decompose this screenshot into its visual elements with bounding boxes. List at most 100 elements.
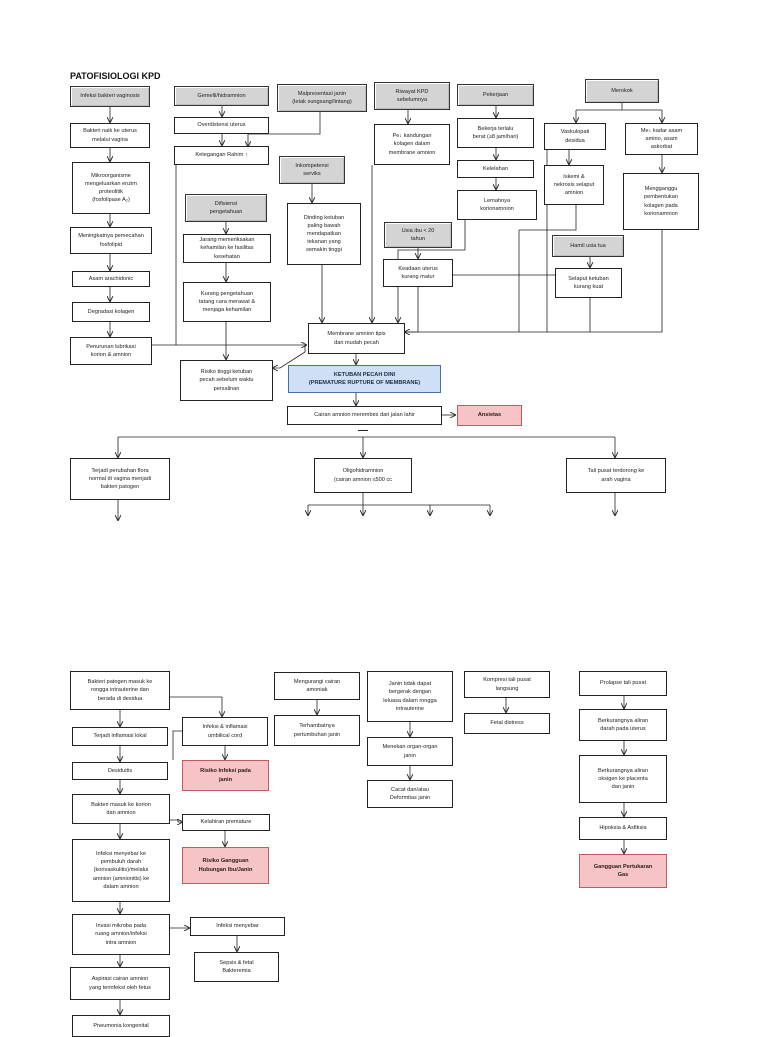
- node-risiko-infeksi-janin: Risiko Infeksi pada janin: [182, 760, 269, 791]
- node-label: Gangguan Pertukaran Gas: [593, 863, 653, 878]
- node-label: Kelelahan: [483, 165, 508, 172]
- node-label: Me↓ kadar asam amino, asam askorbat: [640, 127, 683, 151]
- node-label: Infeksi menyebar: [216, 923, 259, 930]
- node-merokok: Merokok: [585, 79, 659, 103]
- node-membrane-amnion-tipis: Membrane amnion tipis dan mudah pecah: [308, 323, 405, 354]
- node-label: Desiduitis: [107, 767, 133, 774]
- node-prolapse-tali-pusat: Prolapse tali pusat: [579, 671, 667, 696]
- node-label: Malpresentasi janin (letak sungsang/lint…: [292, 90, 352, 105]
- node-infeksi-menyebar-pembuluh: Infeksi menyebar ke pembuluh darah (kori…: [72, 839, 170, 902]
- node-label: Mengganggu pembentukan kolagen pada kori…: [644, 186, 678, 217]
- node-label: Bekerja terlalu berat (≥8 jam/hari): [472, 125, 519, 140]
- node-label: Berkurangnya aliran darah pada uterus: [597, 717, 649, 732]
- node-label: Meningkatnya pemecahan fosfolipid: [78, 233, 144, 248]
- node-label: Ketegangan Rahim ↑: [195, 152, 248, 159]
- node-label: Riwayat KPD sebelumnya: [395, 88, 429, 103]
- node-kurang-pengetahuan: Kurang pengetahuan tatang cara merawat &…: [183, 282, 271, 322]
- node-label: Fetal distress: [490, 720, 524, 727]
- node-label: Infeksi & inflamasi umbilical cord: [202, 724, 248, 739]
- node-label: Invasi mikroba pada ruang amnion/infeksi…: [95, 923, 147, 946]
- node-vaskulopati-desidua: Vaskulopati desidua: [544, 123, 606, 150]
- node-label: Inkompetensi serviks: [295, 162, 329, 177]
- node-risiko-tinggi-ketuban: Risiko tinggi ketuban pecah sebelum wakt…: [180, 360, 273, 401]
- node-berkurangnya-aliran-uterus: Berkurangnya aliran darah pada uterus: [579, 709, 667, 741]
- node-terjadi-inflamasi-lokal: Terjadi inflamasi lokal: [72, 727, 168, 746]
- node-label: Cacat dan/atau Deformitas janin: [389, 786, 431, 801]
- node-label: Bakteri naik ke uterus melalui vagina: [83, 128, 137, 143]
- node-label: Hamil usia tua: [570, 242, 606, 249]
- node-kompresi-tali-pusat: Kompresi tali pusat langsung: [464, 671, 550, 698]
- node-label: Iskemi & nekrosis selaput amnion: [553, 173, 595, 197]
- node-inkompetensi-serviks: Inkompetensi serviks: [279, 156, 345, 184]
- node-label: Kurang pengetahuan tatang cara merawat &…: [198, 290, 256, 314]
- node-risiko-gangguan-hubungan: Risiko Gangguan Hubungan Ibu/Janin: [182, 847, 269, 884]
- node-iskemi-nekrosis: Iskemi & nekrosis selaput amnion: [544, 165, 604, 205]
- node-aspirasi-cairan: Aspirasi cairan amnion yang terinfeksi o…: [70, 967, 170, 1000]
- node-label: Hipoksia & Asfiksia: [599, 825, 647, 832]
- node-ketegangan-rahim: Ketegangan Rahim ↑: [174, 146, 269, 165]
- node-cacat-deformitas: Cacat dan/atau Deformitas janin: [367, 780, 453, 808]
- node-ketuban-pecah-dini: KETUBAN PECAH DINI (PREMATURE RUPTURE OF…: [288, 365, 441, 393]
- node-label: Pekerjaan: [482, 91, 509, 98]
- node-pneumonia-kongenital: Pneumonia kongenital: [72, 1015, 170, 1037]
- node-label: Asam arachidonic: [88, 275, 134, 282]
- node-label: Terjadi inflamasi lokal: [93, 733, 147, 740]
- node-label: Janin tidak dapat bergerak dengan leluas…: [383, 681, 437, 712]
- node-label: Sepsis & fetal Bakteremia: [219, 959, 254, 974]
- node-jarang-memeriksakan: Jarang memeriksakan kehamilan ke fasilit…: [183, 234, 271, 263]
- node-kelelahan: Kelelahan: [457, 160, 534, 178]
- node-label: Risiko tinggi ketuban pecah sebelum wakt…: [199, 369, 254, 392]
- node-menekan-organ: Menekan organ-organ janin: [367, 737, 453, 766]
- node-label: Difisiensi pengetahuan: [209, 200, 243, 215]
- node-pekerjaan: Pekerjaan: [457, 84, 534, 106]
- node-label: Selaput ketuban kurang kuat: [568, 275, 609, 290]
- connector-arrow: [170, 696, 222, 716]
- node-asam-arachidonic: Asam arachidonic: [72, 271, 150, 287]
- node-infeksi-inflamasi-umbilical: Infeksi & inflamasi umbilical cord: [182, 717, 268, 746]
- node-label: Terjadi perubahan flora normal di vagina…: [88, 467, 152, 491]
- node-invasi-mikroba: Invasi mikroba pada ruang amnion/infeksi…: [72, 914, 170, 955]
- node-label: Aspirasi cairan amnion yang terinfeksi o…: [89, 976, 151, 991]
- connector-line: [172, 730, 182, 760]
- node-infeksi-bakteri-vaginosis: Infeksi bakteri vaginosis: [70, 86, 150, 107]
- node-gemelli-hidramnion: Gemelli/hidramnion: [174, 86, 269, 106]
- node-label: Jarang memeriksakan kehamilan ke fasilit…: [199, 237, 255, 260]
- node-label: Mikroorganisme mengeluarkan enzim proteo…: [85, 172, 137, 204]
- node-tali-pusat-terdorong: Tali pusat terdorong ke arah vagina: [566, 458, 666, 493]
- node-label: Dinding ketuban paling bawah mendapatkan…: [303, 214, 345, 254]
- node-infeksi-menyebar: Infeksi menyebar: [190, 917, 285, 936]
- node-sepsis-fetal: Sepsis & fetal Bakteremia: [194, 952, 279, 982]
- node-label: Risiko Infeksi pada janin: [200, 768, 251, 783]
- node-janin-tidak-dapat-bergerak: Janin tidak dapat bergerak dengan leluas…: [367, 671, 453, 722]
- node-label: KETUBAN PECAH DINI (PREMATURE RUPTURE OF…: [308, 371, 421, 386]
- node-meningkatnya-pemecahan: Meningkatnya pemecahan fosfolipid: [70, 227, 152, 254]
- node-label: Penurunan lubrikasi korion & amnion: [86, 343, 136, 358]
- node-label: Vaskulopati desidua: [560, 129, 590, 144]
- connector-arrow: [170, 820, 182, 822]
- node-label: Membrane amnion tipis dan mudah pecah: [327, 331, 386, 346]
- node-berkurangnya-aliran-oksigen: Berkurangnya aliran oksigen ke placenta …: [579, 755, 667, 803]
- node-label: Cairan amnion merembes dari jalan lahir: [314, 412, 415, 419]
- node-mikroorganisme-enzim: Mikroorganisme mengeluarkan enzim proteo…: [72, 162, 150, 214]
- node-hamil-usia-tua: Hamil usia tua: [552, 235, 624, 257]
- node-usia-ibu: Usia ibu < 20 tahun: [384, 222, 452, 248]
- node-label: Kompresi tali pusat langsung: [483, 677, 531, 692]
- node-bekerja-terlalu-berat: Bekerja terlalu berat (≥8 jam/hari): [457, 118, 534, 148]
- node-label: Pe↓ kandungan kolagen dalam membrane amn…: [388, 133, 436, 156]
- node-label: Prolapse tali pusat: [599, 680, 647, 687]
- node-gangguan-pertukaran-gas: Gangguan Pertukaran Gas: [579, 854, 667, 888]
- page-title: PATOFISIOLOGI KPD: [70, 71, 161, 81]
- node-ansietas: Ansietas: [457, 405, 522, 426]
- node-label: Degradasi kolagen: [87, 308, 135, 315]
- node-penurunan-lubrikasi: Penurunan lubrikasi korion & amnion: [70, 337, 152, 365]
- node-riwayat-kpd: Riwayat KPD sebelumnya: [374, 82, 450, 110]
- node-fetal-distress: Fetal distress: [464, 713, 550, 734]
- node-lemahnya-korionamnion: Lemahnya korionamnion: [457, 190, 537, 220]
- node-label: Merokok: [611, 87, 633, 94]
- node-mengganggu-pembentukan: Mengganggu pembentukan kolagen pada kori…: [623, 173, 699, 230]
- separator-dash: [358, 430, 368, 431]
- node-selaput-ketuban: Selaput ketuban kurang kuat: [555, 268, 622, 298]
- node-label: Pneumonia kongenital: [93, 1022, 149, 1029]
- node-overdistensi-uterus: Overdistensi uterus: [174, 117, 269, 134]
- node-degradasi-kolagen: Degradasi kolagen: [72, 302, 150, 322]
